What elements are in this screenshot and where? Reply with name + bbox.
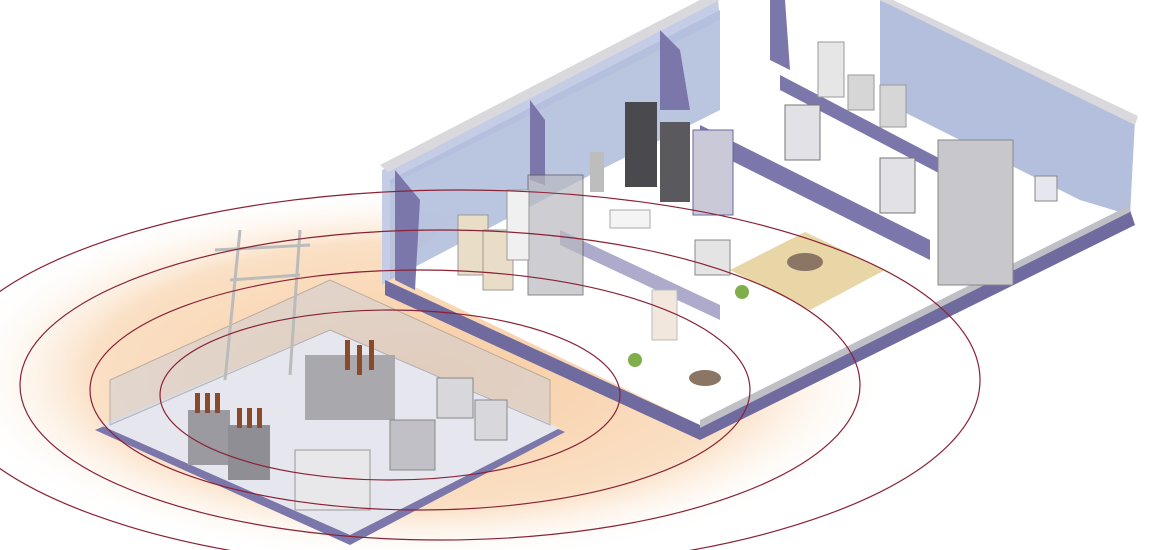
workstation-2 bbox=[879, 157, 916, 214]
test-chamber bbox=[937, 139, 1014, 286]
breaker-cabinet bbox=[436, 377, 474, 419]
rug bbox=[730, 232, 885, 310]
inner-wall-diag bbox=[560, 230, 720, 320]
office-desk bbox=[609, 209, 651, 229]
door bbox=[651, 289, 678, 341]
front-wall-right-top bbox=[700, 205, 1130, 428]
workstation-1 bbox=[784, 104, 821, 161]
small-device bbox=[1034, 175, 1058, 202]
transmission-towers bbox=[214, 229, 311, 381]
front-wall-left bbox=[385, 280, 700, 440]
substation-fence bbox=[109, 279, 551, 426]
corridor-wall-2 bbox=[700, 125, 930, 260]
panel-3 bbox=[879, 84, 907, 128]
front-wall-right bbox=[700, 210, 1135, 440]
reactor bbox=[389, 419, 436, 471]
transformer-right bbox=[228, 425, 270, 480]
plant-1 bbox=[628, 353, 642, 367]
cabinet-dark bbox=[625, 102, 657, 187]
partition-2 bbox=[530, 100, 545, 185]
back-wall-left-face bbox=[390, 10, 720, 280]
cabinet-dark-2 bbox=[660, 122, 690, 202]
bushings bbox=[195, 340, 374, 428]
breaker-cabinet-2 bbox=[474, 399, 508, 441]
switchgear-box bbox=[294, 449, 371, 511]
rack-frame bbox=[692, 129, 734, 216]
rack-3 bbox=[506, 189, 530, 261]
table-round-2 bbox=[689, 370, 721, 386]
back-wall-top-right bbox=[880, 0, 1138, 125]
field-rings bbox=[0, 189, 981, 550]
back-wall-right bbox=[880, 0, 1135, 215]
copier bbox=[694, 239, 731, 276]
plant-2 bbox=[735, 285, 749, 299]
partition-4 bbox=[770, 0, 790, 70]
panel-1 bbox=[817, 41, 845, 98]
building-floor bbox=[390, 0, 1125, 425]
table-round bbox=[787, 253, 823, 271]
partition-3 bbox=[660, 30, 690, 110]
panel-2 bbox=[847, 74, 875, 111]
transformer-left bbox=[188, 410, 230, 465]
back-wall-top-left bbox=[380, 0, 720, 172]
cylinder-tank bbox=[590, 152, 604, 192]
